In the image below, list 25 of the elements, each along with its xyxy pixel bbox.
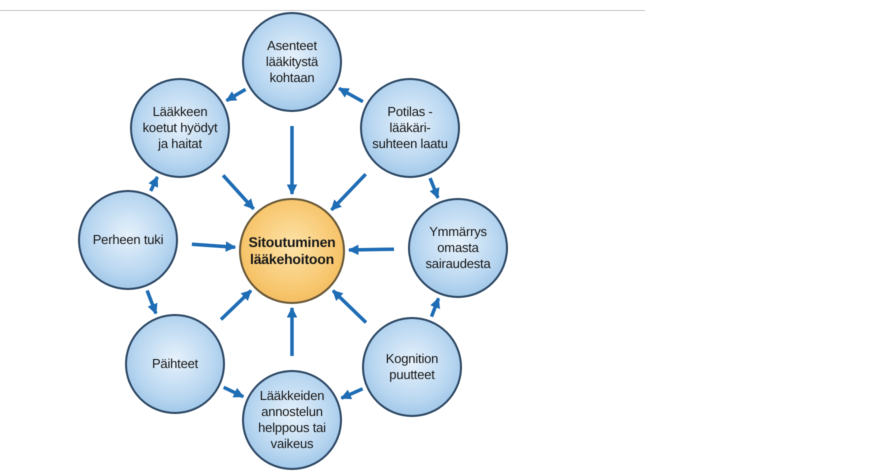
arrow bbox=[148, 176, 159, 192]
arrow bbox=[330, 172, 367, 212]
arrow bbox=[226, 88, 246, 102]
arrow bbox=[338, 86, 364, 104]
arrow bbox=[222, 386, 244, 398]
arrow bbox=[286, 306, 298, 356]
arrow bbox=[428, 177, 440, 199]
arrow bbox=[340, 387, 364, 400]
circle-label: Kognition puutteet bbox=[384, 351, 440, 383]
arrow bbox=[430, 297, 440, 318]
arrow bbox=[332, 289, 368, 324]
circle-label: Asenteet lääkitystä kohtaan bbox=[264, 38, 320, 86]
arrow bbox=[220, 289, 252, 321]
circle-label: Päihteet bbox=[150, 356, 200, 372]
circle-label: Lääkkeiden annostelun helppous tai vaikeus bbox=[257, 388, 327, 452]
circle-label: Potilas - lääkäri-suhteen laatu bbox=[371, 104, 449, 152]
arrow bbox=[286, 126, 298, 196]
arrow bbox=[348, 244, 394, 256]
circle-label: Ymmärrys omasta sairaudesta bbox=[424, 224, 492, 272]
arrow bbox=[192, 241, 236, 252]
circle-label: Sitoutuminen lääkehoitoon bbox=[247, 234, 337, 268]
arrow bbox=[145, 290, 158, 314]
circle-label: Perheen tuki bbox=[92, 232, 164, 248]
circle-label: Lääkkeen koetut hyödyt ja haitat bbox=[142, 104, 218, 152]
arrow bbox=[222, 174, 255, 210]
